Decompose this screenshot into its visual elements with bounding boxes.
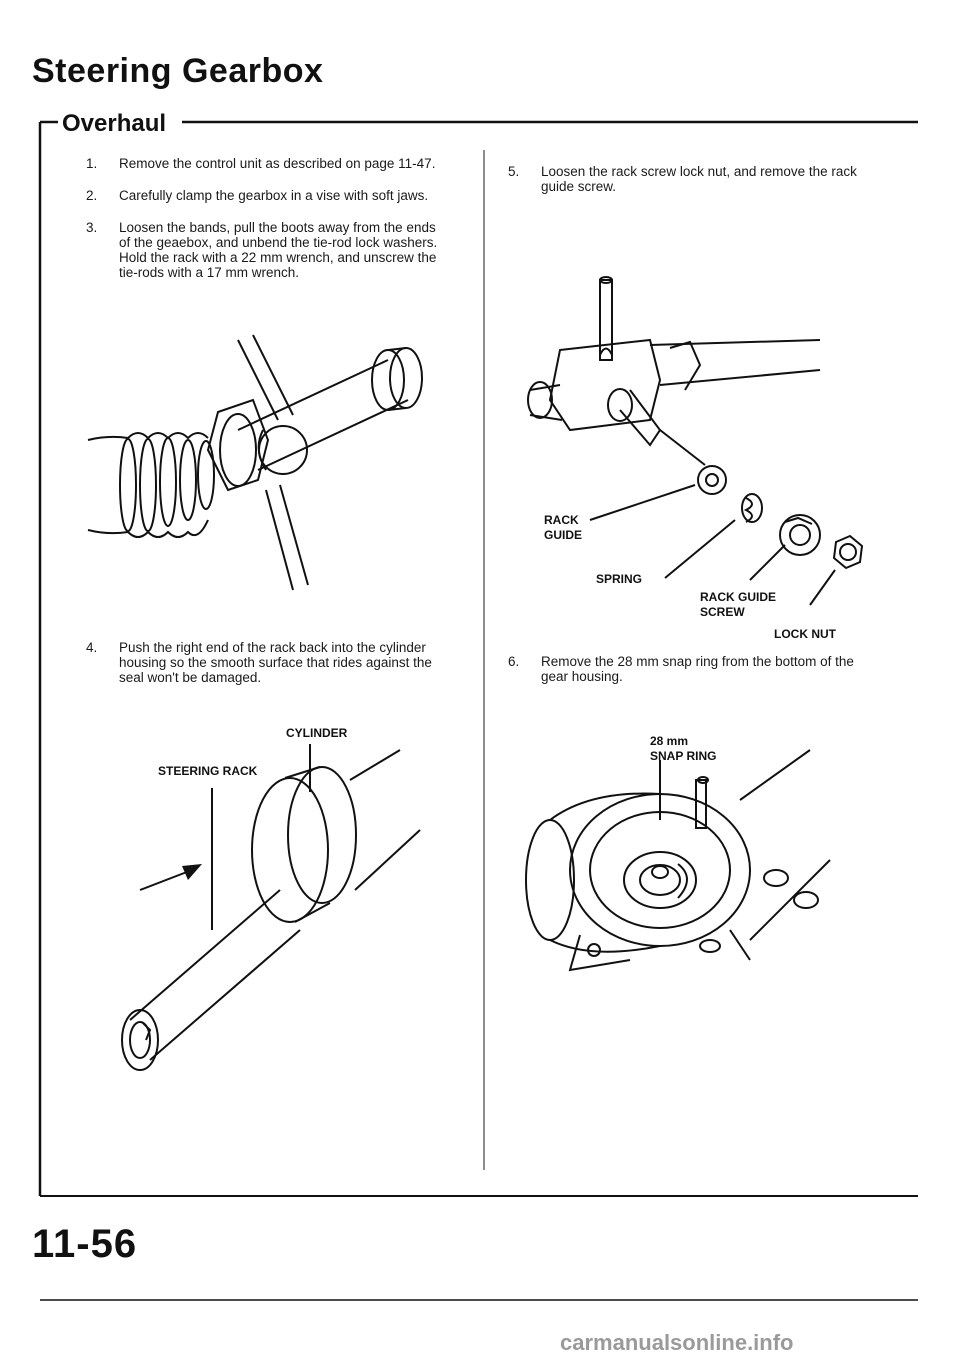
step-1: 1. Remove the control unit as described … bbox=[86, 156, 476, 172]
step-text-line: of the geaebox, and unbend the tie-rod l… bbox=[119, 235, 438, 250]
step-number: 4. bbox=[86, 640, 98, 655]
step-text-line: seal won't be damaged. bbox=[119, 670, 262, 685]
page-number: 11-56 bbox=[32, 1222, 138, 1266]
label-rack-guide-screw: RACK GUIDE SCREW bbox=[700, 590, 777, 619]
step-2: 2. Carefully clamp the gearbox in a vise… bbox=[86, 188, 476, 204]
label-steering-rack: STEERING RACK bbox=[158, 764, 258, 778]
step-4: 4. Push the right end of the rack back i… bbox=[86, 640, 476, 688]
step-number: 5. bbox=[508, 164, 520, 179]
step-text: Carefully clamp the gearbox in a vise wi… bbox=[119, 188, 429, 203]
watermark-text: carmanualsonline.info bbox=[560, 1330, 794, 1355]
label-rack-guide: RACK GUIDE bbox=[544, 513, 583, 542]
step-5: 5. Loosen the rack screw lock nut, and r… bbox=[508, 164, 908, 196]
label-lock-nut: LOCK NUT bbox=[774, 627, 836, 641]
label-spring: SPRING bbox=[596, 572, 643, 586]
step-number: 2. bbox=[86, 188, 98, 203]
step-text-line: Hold the rack with a 22 mm wrench, and u… bbox=[119, 250, 437, 265]
section-rule bbox=[38, 120, 918, 140]
step-number: 6. bbox=[508, 654, 520, 669]
step-text-line: Remove the 28 mm snap ring from the bott… bbox=[541, 654, 854, 669]
step-text-line: gear housing. bbox=[541, 669, 623, 684]
snap-ring-illustration bbox=[525, 749, 831, 972]
step-text-line: housing so the smooth surface that rides… bbox=[119, 655, 432, 670]
step-6: 6. Remove the 28 mm snap ring from the b… bbox=[508, 654, 908, 686]
tie-rod-wrench-illustration bbox=[87, 334, 423, 591]
label-cylinder: CYLINDER bbox=[286, 726, 348, 740]
steering-rack-illustration bbox=[121, 744, 421, 1071]
step-text-line: Loosen the bands, pull the boots away fr… bbox=[119, 220, 436, 235]
step-text-line: tie-rods with a 17 mm wrench. bbox=[119, 265, 300, 280]
step-number: 3. bbox=[86, 220, 98, 235]
step-text-line: Push the right end of the rack back into… bbox=[119, 640, 426, 655]
step-text-line: Loosen the rack screw lock nut, and remo… bbox=[541, 164, 857, 179]
rack-guide-illustration bbox=[527, 276, 864, 606]
label-snap-ring: 28 mm SNAP RING bbox=[650, 734, 717, 763]
page-title: Steering Gearbox bbox=[32, 52, 324, 90]
step-number: 1. bbox=[86, 156, 98, 171]
step-text-line: guide screw. bbox=[541, 179, 617, 194]
step-text: Remove the control unit as described on … bbox=[119, 156, 436, 171]
section-subtitle: Overhaul bbox=[62, 110, 167, 137]
step-3: 3. Loosen the bands, pull the boots away… bbox=[86, 220, 476, 284]
